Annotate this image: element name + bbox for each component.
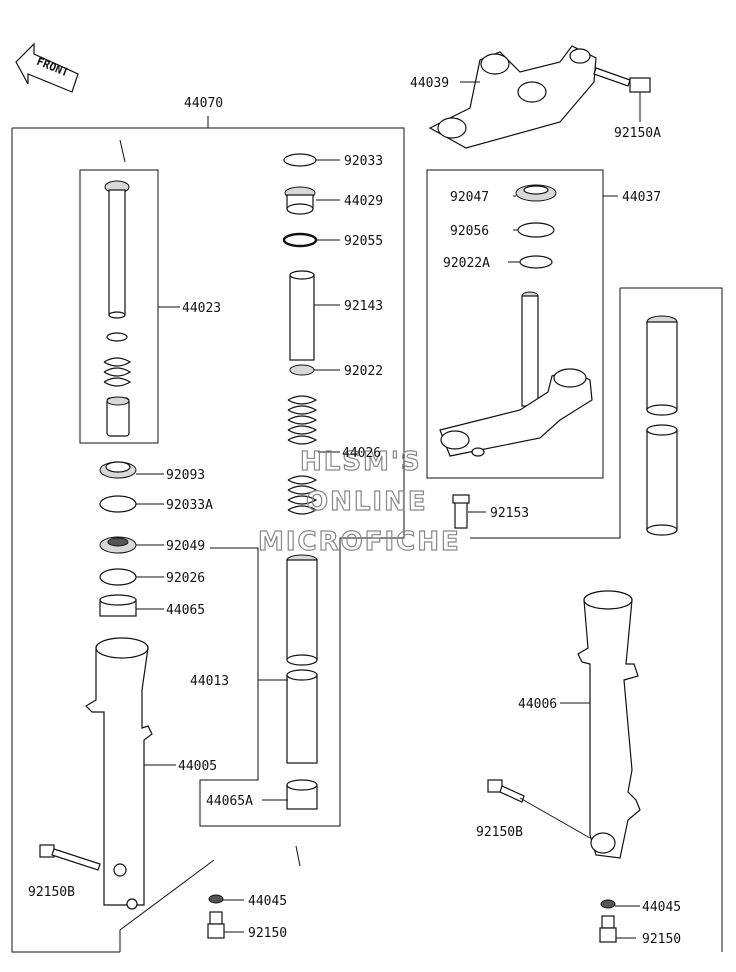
outer-tube-left [85,637,153,910]
bolt-92150-left [207,911,225,939]
bearing-92047 [515,184,557,202]
label-92047: 92047 [450,190,489,205]
label-92150b-left: 92150B [28,885,75,900]
outer-tube-right [577,590,641,859]
seal-92022a [519,255,553,269]
label-92056: 92056 [450,224,489,239]
leader-lines [136,81,641,939]
label-44045-right: 44045 [642,900,681,915]
dust-seal [99,536,137,554]
bolt-92150-right [599,915,617,943]
label-44023: 44023 [182,301,221,316]
inner-tube-right [646,315,678,536]
label-92033: 92033 [344,154,383,169]
right-fork-frame [620,287,723,952]
label-92022: 92022 [344,364,383,379]
watermark-line-3: MICROFICHE [258,527,461,557]
bolt-92150a [593,67,651,93]
label-44070: 44070 [184,96,223,111]
watermark: HLSM'S ONLINE MICROFICHE [257,446,461,557]
label-44013: 44013 [190,674,229,689]
oil-seal [99,461,137,479]
label-92049: 92049 [166,539,205,554]
ring [99,568,137,586]
washer-92022 [289,364,315,376]
circlip [99,495,137,513]
label-44045-left: 44045 [248,894,287,909]
bolt-92153 [452,494,470,529]
steering-stem-box [426,169,604,479]
label-44039: 44039 [410,76,449,91]
upper-bracket [428,45,597,149]
bolt-92150b-right [487,779,525,803]
label-44029: 44029 [344,194,383,209]
o-ring [282,232,318,248]
inner-tube-center [286,554,318,764]
label-92033a: 92033A [166,498,213,513]
label-92026: 92026 [166,571,205,586]
fork-assembly-frame [11,116,405,953]
label-92022a: 92022A [443,256,490,271]
race-92056 [517,222,555,238]
steering-stem [439,291,593,457]
fork-spring [287,395,318,515]
label-44005: 44005 [178,759,217,774]
bushing [99,594,137,617]
label-92055: 92055 [344,234,383,249]
bushing-44065a [286,779,318,810]
cap-44029 [284,186,316,215]
label-92150a: 92150A [614,126,661,141]
label-44065a: 44065A [206,794,253,809]
front-arrow-icon: FRONT [15,42,79,93]
watermark-line-2: ONLINE [306,487,428,517]
label-92143: 92143 [344,299,383,314]
label-44065: 44065 [166,603,205,618]
washer-left [208,894,224,904]
label-92150b-right: 92150B [476,825,523,840]
label-44037: 44037 [622,190,661,205]
label-92150-right: 92150 [642,932,681,947]
watermark-line-1: HLSM'S [300,447,422,477]
spacer-92143 [289,270,315,361]
snap-ring [283,153,317,167]
part-labels: 44070 44039 92150A 92033 44029 92055 921… [28,76,681,947]
damper-rod [103,180,132,437]
label-44026: 44026 [342,446,381,461]
label-92153: 92153 [490,506,529,521]
label-92093: 92093 [166,468,205,483]
washer-right [600,899,616,909]
label-44006: 44006 [518,697,557,712]
bolt-92150b-left [39,844,101,871]
label-92150-left: 92150 [248,926,287,941]
